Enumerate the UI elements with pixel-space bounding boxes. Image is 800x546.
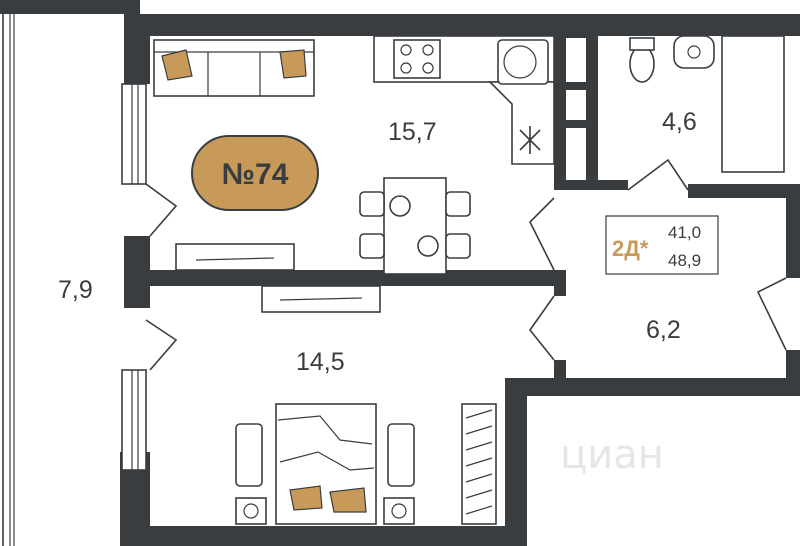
apartment-info-box: 2Д* 41,0 48,9 <box>605 215 719 275</box>
chair <box>359 191 385 217</box>
total-area: 48,9 <box>668 251 701 270</box>
wall <box>554 30 598 38</box>
windows <box>121 83 147 471</box>
wall <box>124 270 560 286</box>
wall <box>0 0 140 14</box>
walls <box>120 14 800 546</box>
wall <box>586 30 598 188</box>
wall <box>554 120 598 128</box>
apartment-type: 2Д* <box>612 236 649 261</box>
wall <box>150 526 522 546</box>
wall <box>554 360 566 396</box>
bedroom-door <box>528 295 555 361</box>
wall <box>786 350 800 396</box>
entrance-door <box>756 277 787 351</box>
bathroom-fixtures <box>629 35 785 173</box>
nightstand <box>235 423 263 487</box>
toilet <box>629 45 655 83</box>
dining-table <box>383 177 447 275</box>
wall <box>124 36 150 84</box>
bathtub <box>721 35 785 173</box>
kitchen-living-furniture <box>153 35 555 275</box>
window <box>121 369 147 471</box>
toilet-tank <box>629 37 655 51</box>
wall <box>554 180 628 190</box>
nightstand <box>387 423 415 487</box>
pillow <box>329 487 367 513</box>
stove <box>393 39 441 79</box>
kitchen-door <box>529 197 555 271</box>
apartment-number: №74 <box>222 158 289 191</box>
pillow <box>289 485 323 511</box>
room-area-bathroom: 4,6 <box>662 108 697 136</box>
bathroom-door <box>627 158 689 191</box>
room-area-bedroom: 14,5 <box>296 348 345 376</box>
lamp <box>235 497 267 525</box>
plate <box>417 235 439 257</box>
wall <box>688 184 800 198</box>
washbasin <box>673 35 715 69</box>
balcony-door-top <box>145 183 178 237</box>
balcony-door-bottom <box>145 319 178 371</box>
wall <box>554 270 566 296</box>
hallway-wardrobe <box>461 403 497 525</box>
room-area-hallway: 6,2 <box>646 316 681 344</box>
plate <box>389 195 411 217</box>
window <box>121 83 147 185</box>
watermark: циан <box>560 432 664 478</box>
chair <box>359 233 385 259</box>
lamp <box>383 497 415 525</box>
wall <box>505 378 527 546</box>
chair <box>445 233 471 259</box>
living-area: 41,0 <box>668 223 701 242</box>
wall <box>554 30 566 188</box>
chair <box>445 191 471 217</box>
wardrobe <box>461 403 497 525</box>
wall <box>124 14 800 36</box>
doors <box>145 158 787 371</box>
cushion <box>161 49 193 81</box>
apartment-number-badge: №74 <box>191 135 319 211</box>
kitchen-counter-corner <box>488 81 555 165</box>
badge-background <box>191 135 319 211</box>
tv-stand <box>175 243 295 271</box>
sink <box>497 39 549 85</box>
cushion <box>279 49 307 79</box>
info-box-frame <box>605 215 719 275</box>
bedroom-furniture <box>235 285 415 525</box>
fridge-icon <box>519 126 541 154</box>
room-area-balcony: 7,9 <box>58 276 93 304</box>
wall <box>554 82 598 90</box>
wall <box>505 378 800 396</box>
room-area-kitchen-living: 15,7 <box>388 118 437 146</box>
wall <box>786 198 800 278</box>
